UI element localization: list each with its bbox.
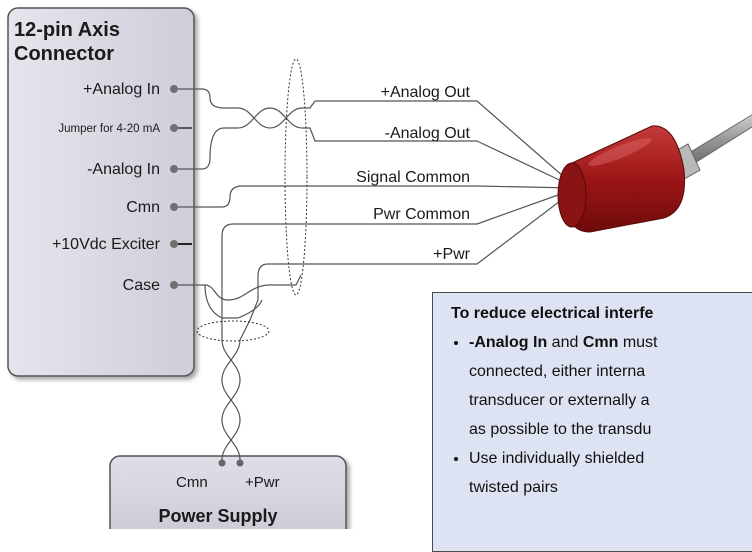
ps-shield-ellipse [196, 320, 270, 342]
label-analog-out-neg: -Analog Out [385, 125, 471, 142]
label-analog-out-pos: +Analog Out [381, 84, 471, 101]
pin-label-exciter: +10Vdc Exciter [52, 236, 161, 253]
connector-title-line2: Connector [14, 43, 114, 65]
transducer [557, 114, 752, 233]
note-bullet-2: Use individually shielded twisted pairs [469, 444, 752, 502]
wire-pwr-common [221, 189, 573, 300]
note-analog-in-term: -Analog In [469, 334, 548, 351]
pin-label-case: Case [123, 277, 160, 294]
pin-dot-cmn [170, 203, 178, 211]
note-bullet-2-line-1: Use individually shielded [469, 450, 645, 467]
pin-label-analog-in-pos: +Analog In [83, 81, 160, 98]
axis-connector: 12-pin Axis Connector +Analog In Jumper … [7, 7, 195, 377]
wire-pwr [257, 191, 573, 300]
ps-pwr-label: +Pwr [245, 474, 280, 491]
cable-shield-ellipse [284, 58, 308, 296]
pin-dot-jumper [170, 124, 178, 132]
wire-signal-common [178, 185, 573, 208]
wire-analog-in-neg [178, 107, 573, 187]
note-bullet-1-line-4: as possible to the transdu [469, 421, 652, 438]
wiring-diagram: 12-pin Axis Connector +Analog In Jumper … [7, 7, 752, 529]
wires [178, 88, 573, 461]
ps-dot-cmn [218, 459, 226, 467]
wire-ps-twist-b [221, 299, 259, 461]
note-bullet-1: -Analog In and Cmn must connected, eithe… [469, 328, 752, 444]
transducer-face [557, 162, 587, 228]
pin-dots [170, 85, 178, 289]
pin-dot-exciter [170, 240, 178, 248]
pin-dot-case [170, 281, 178, 289]
wire-ps-twist-a [221, 300, 241, 461]
note-and: and [547, 334, 583, 351]
pin-label-cmn: Cmn [126, 199, 160, 216]
wire-analog-in-pos [178, 88, 573, 185]
note-must: must [618, 334, 658, 351]
interference-note: To reduce electrical interfe -Analog In … [432, 292, 752, 552]
label-pwr-common: Pwr Common [373, 206, 470, 223]
note-bullet-1-line-2: connected, either interna [469, 363, 646, 380]
note-bullet-2-line-2: twisted pairs [469, 479, 558, 496]
ps-title: Power Supply [158, 506, 277, 526]
note-cmn-term: Cmn [582, 334, 619, 351]
label-pwr: +Pwr [433, 246, 471, 263]
pin-label-jumper: Jumper for 4-20 mA [58, 123, 160, 135]
power-supply: Cmn +Pwr Power Supply [109, 455, 347, 529]
transducer-highlight [588, 138, 652, 166]
label-signal-common: Signal Common [356, 169, 470, 186]
power-supply-box [109, 455, 347, 529]
wire-case-drain-lower [204, 284, 263, 319]
ps-cmn-label: Cmn [176, 474, 208, 491]
pin-label-analog-in-neg: -Analog In [87, 161, 160, 178]
pin-dot-analog-in-pos [170, 85, 178, 93]
wire-labels: +Analog Out -Analog Out Signal Common Pw… [356, 84, 470, 263]
connector-title-line1: 12-pin Axis [14, 19, 120, 41]
wire-case-drain [178, 274, 302, 301]
ps-dot-pwr [236, 459, 244, 467]
pin-dot-analog-in-neg [170, 165, 178, 173]
connector-box [7, 7, 195, 377]
note-title: To reduce electrical interfe [451, 305, 654, 322]
note-bullet-1-line-3: transducer or externally a [469, 392, 650, 409]
note-bullets: -Analog In and Cmn must connected, eithe… [451, 328, 752, 502]
